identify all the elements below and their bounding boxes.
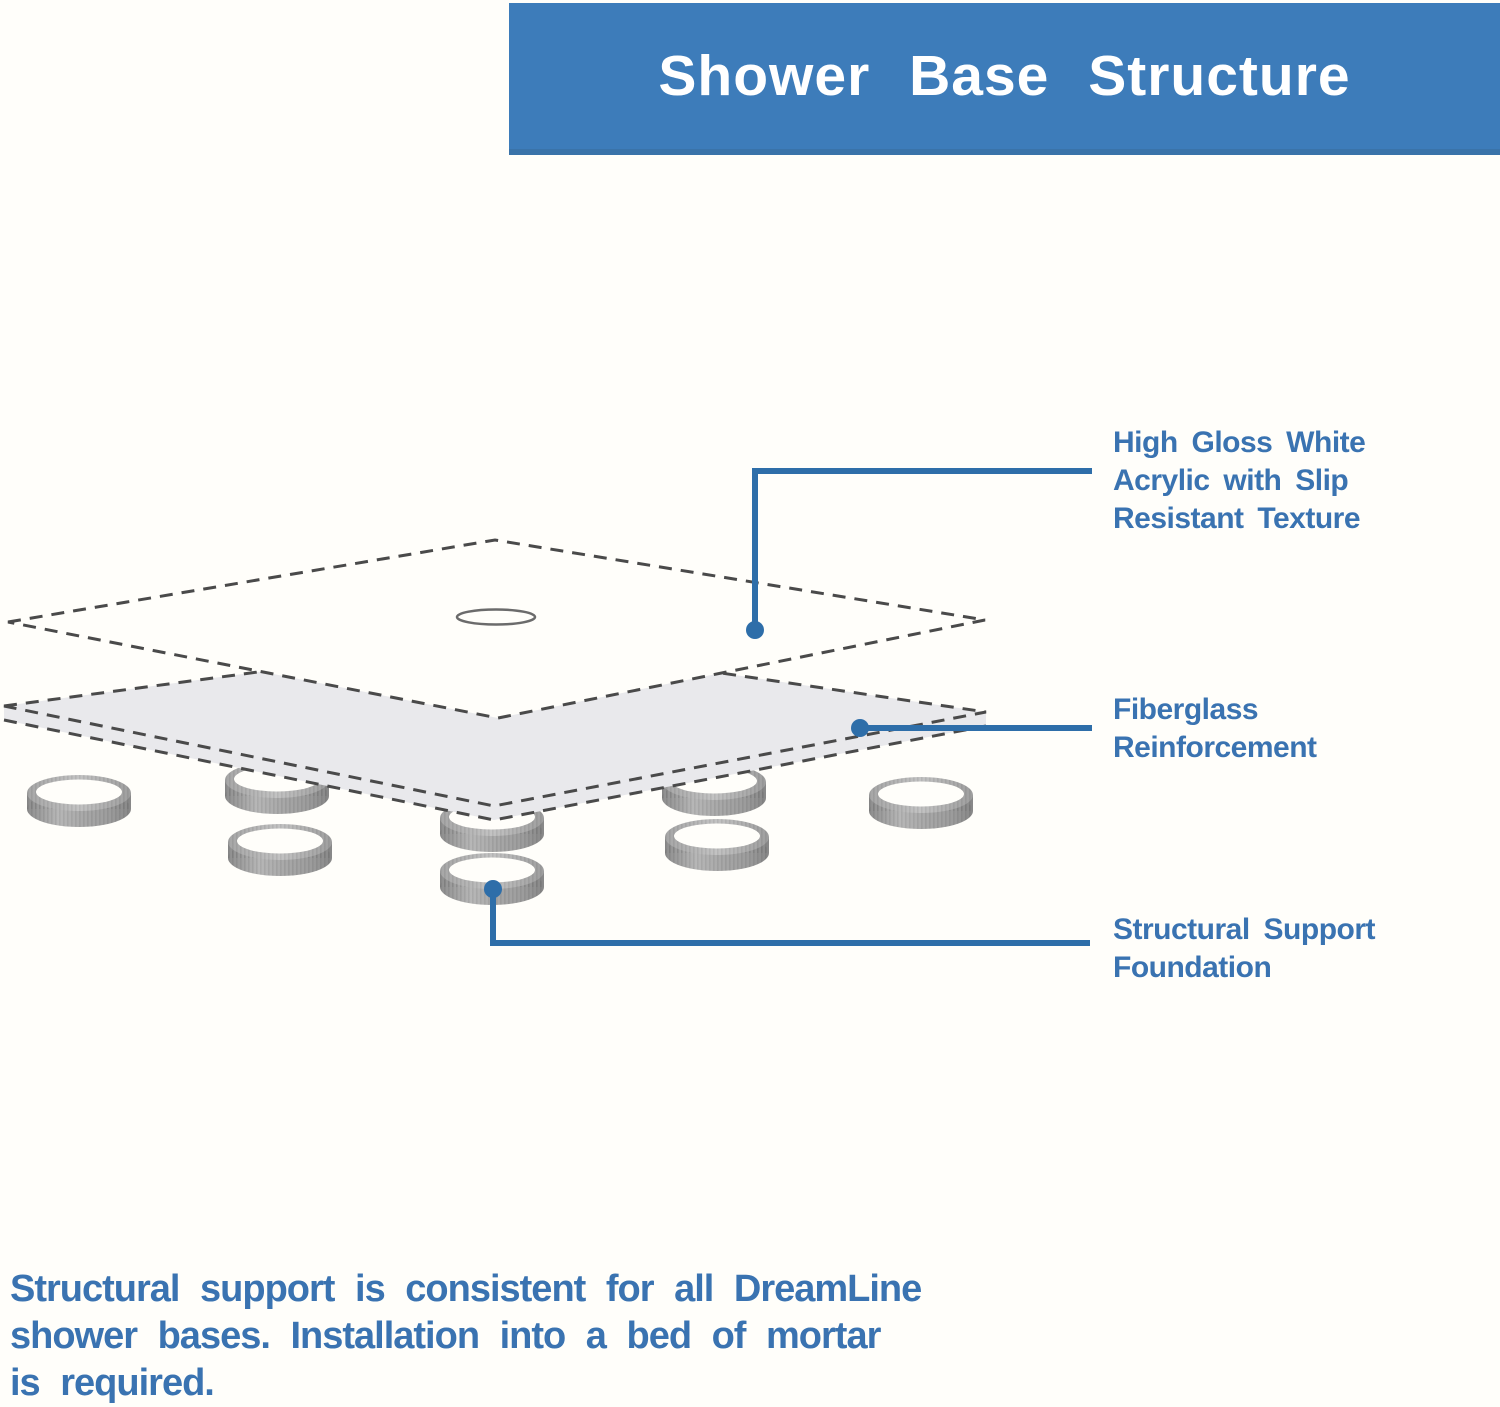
acrylic-layer-outline <box>7 538 986 720</box>
header-banner: Shower Base Structure <box>509 3 1500 155</box>
support-ring <box>665 819 769 871</box>
support-ring <box>27 775 131 827</box>
acrylic-pointer-dot <box>746 621 764 639</box>
annotation-line: Acrylic with Slip <box>1113 464 1349 497</box>
support-ring <box>228 824 332 876</box>
annotation-line: Fiberglass <box>1113 693 1259 726</box>
annotation-line: Structural Support <box>1113 913 1376 946</box>
acrylic-layer <box>7 538 986 720</box>
support-ring <box>869 777 973 829</box>
annotation-line: Resistant Texture <box>1113 502 1361 535</box>
footer-line: shower bases. Installation into a bed of… <box>10 1315 881 1357</box>
fiberglass-slab-bottom-outline <box>3 718 987 822</box>
pointer-dots <box>484 621 869 898</box>
annotation-line: Foundation <box>1113 951 1272 984</box>
support-pointer-dot <box>484 880 502 898</box>
footer-note: Structural support is consistent for all… <box>10 1266 922 1407</box>
fiberglass-slab-fill <box>4 640 986 820</box>
annotation-support-foundation: Structural Support Foundation <box>1113 911 1376 987</box>
page-title: Shower Base Structure <box>658 44 1351 108</box>
footer-line: Structural support is consistent for all… <box>10 1268 922 1310</box>
drain-hole <box>455 608 537 626</box>
annotation-acrylic-layer: High Gloss White Acrylic with Slip Resis… <box>1113 424 1366 538</box>
fiberglass-pointer-dot <box>851 719 869 737</box>
annotation-fiberglass-layer: Fiberglass Reinforcement <box>1113 691 1317 767</box>
pointer-lines <box>490 468 1092 946</box>
acrylic-pointer-line <box>752 468 1092 629</box>
annotation-line: High Gloss White <box>1113 426 1366 459</box>
annotation-line: Reinforcement <box>1113 731 1317 764</box>
support-pointer-line <box>490 890 1090 946</box>
footer-line: is required. <box>10 1362 215 1404</box>
